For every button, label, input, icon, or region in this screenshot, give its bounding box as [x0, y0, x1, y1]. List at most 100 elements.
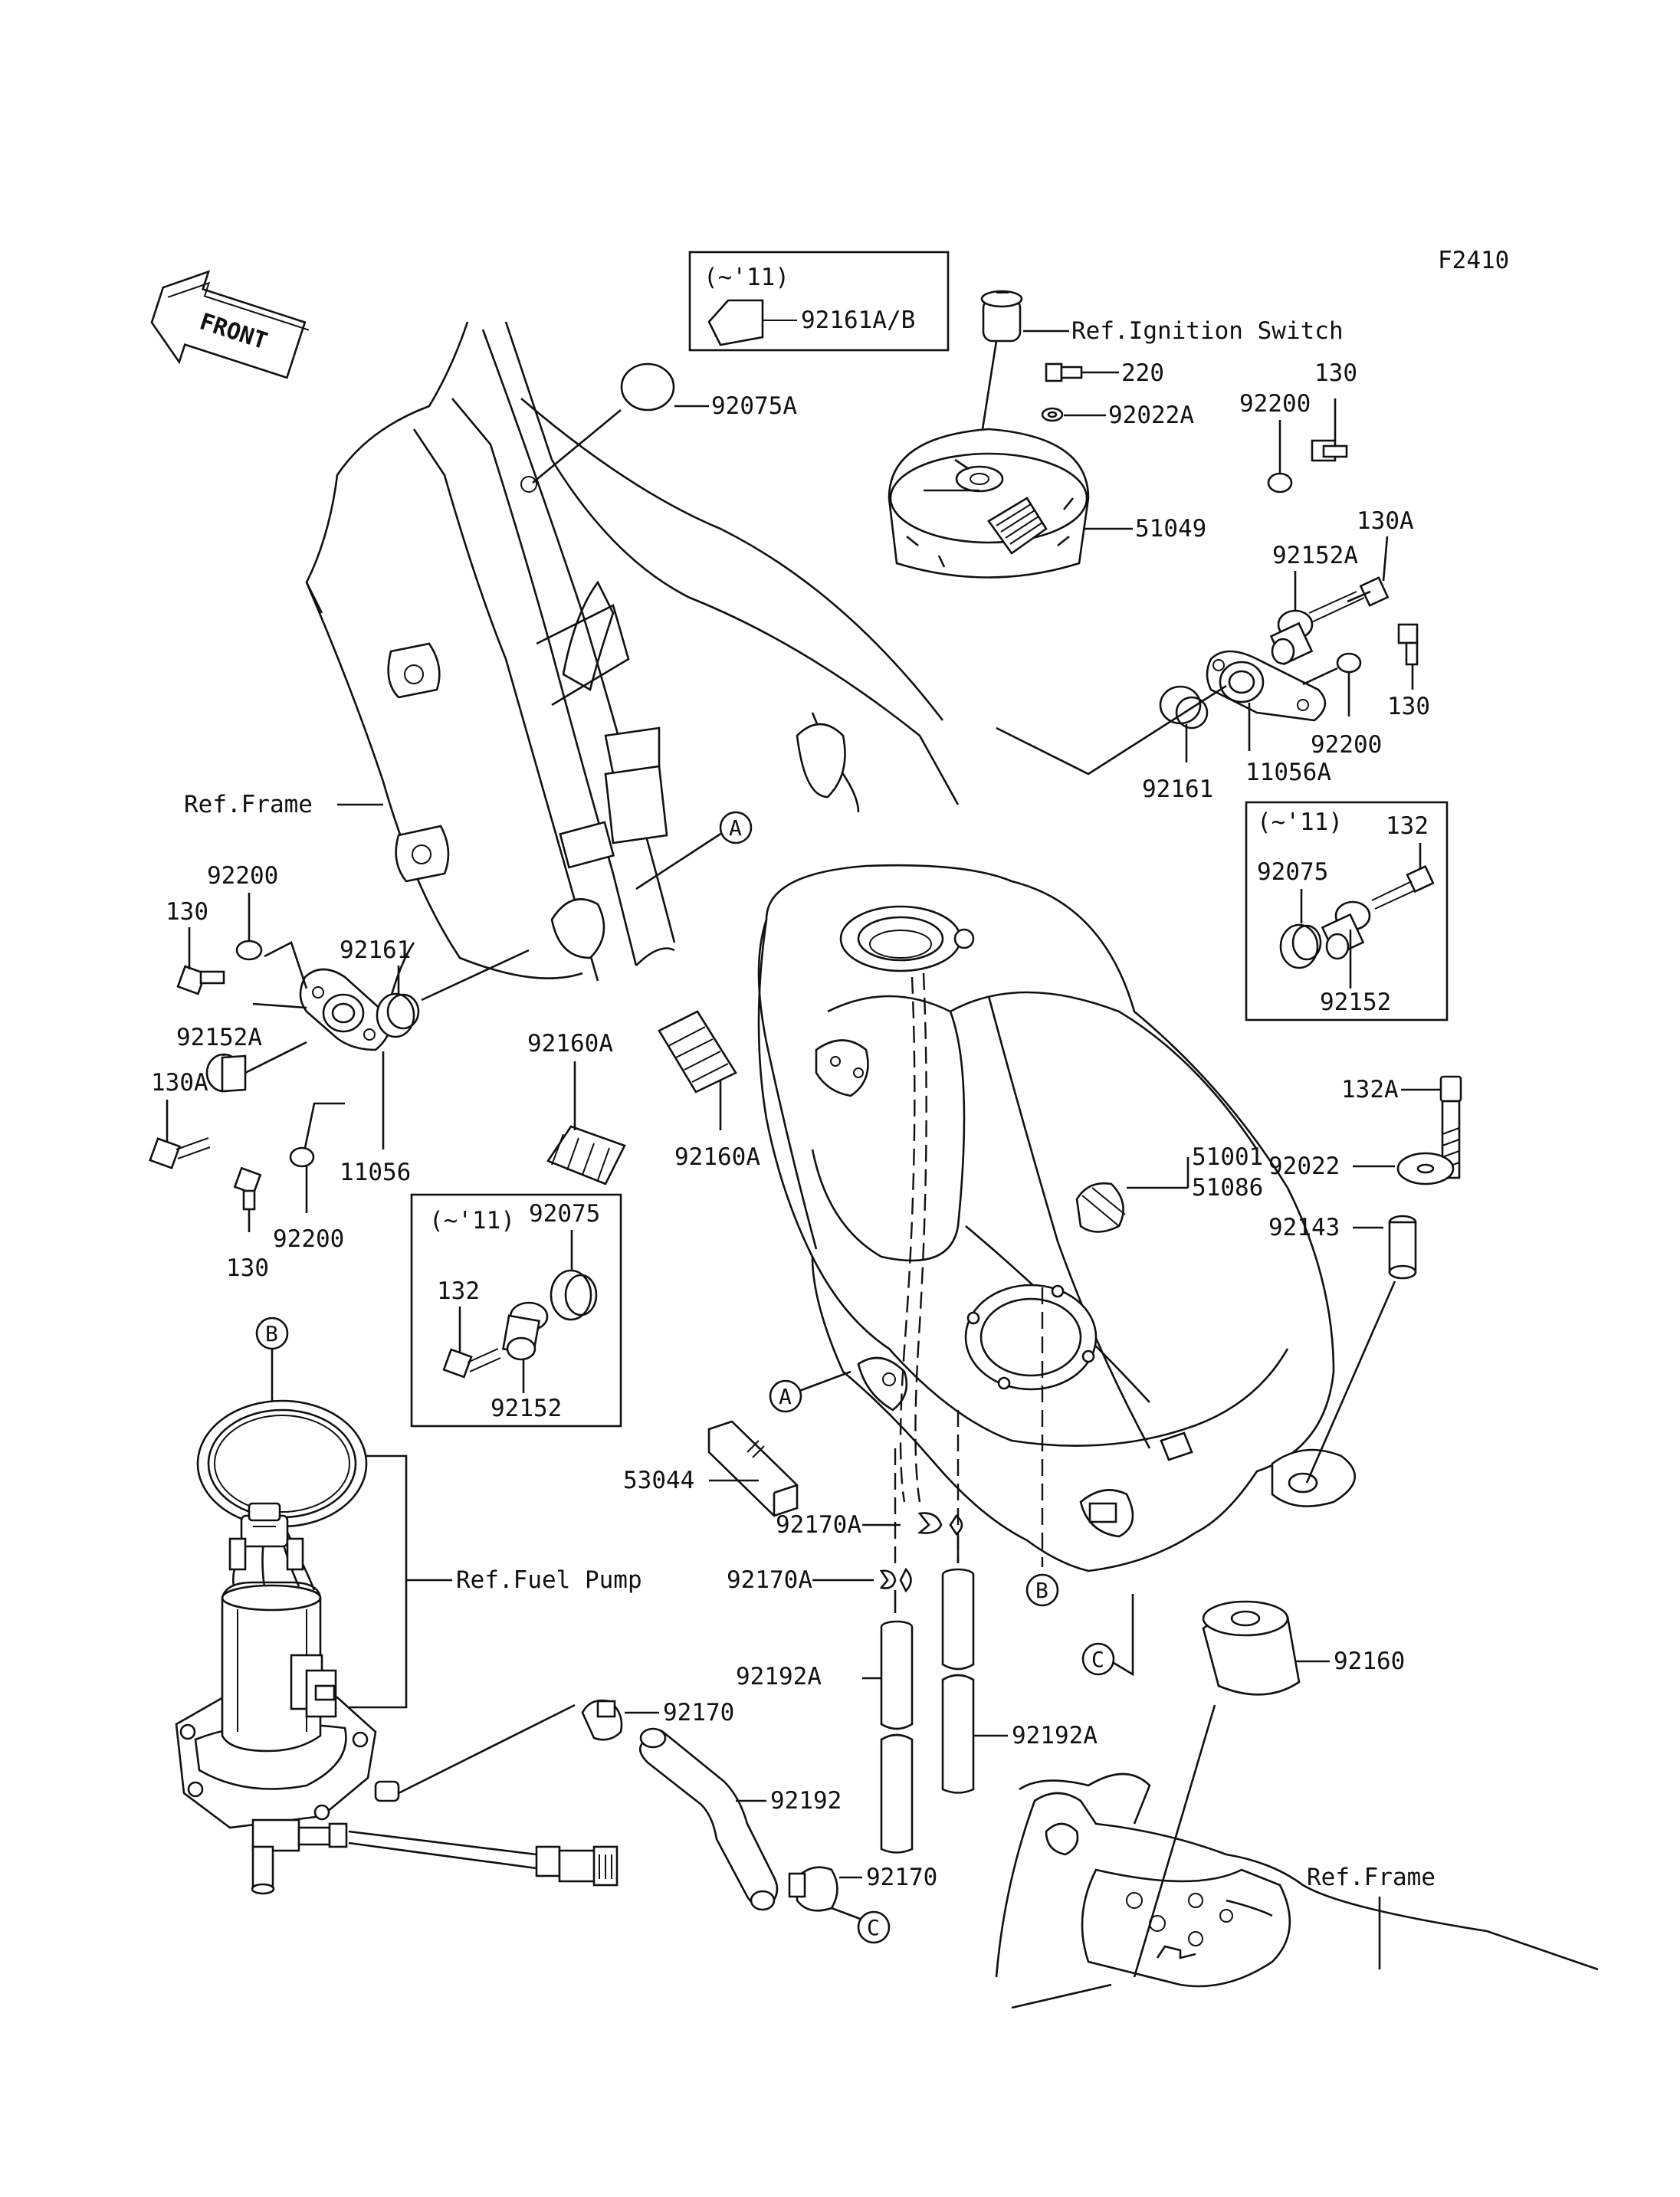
clip-92170A-b: 92170A [727, 1566, 912, 1594]
label-130-bottom: 130 [226, 1254, 269, 1282]
ref-ignition-switch: Ref.Ignition Switch [1071, 317, 1344, 345]
box-right-collar-92152 [1321, 900, 1371, 989]
label-92152A-top: 92152A [1272, 542, 1358, 569]
label-92022: 92022 [1268, 1153, 1340, 1180]
label-130-left: 130 [166, 898, 208, 926]
clip-92170-lower: 92170 [788, 1864, 937, 1921]
box-right-grommet-92075 [1279, 889, 1322, 969]
front-arrow-icon: FRONT [150, 270, 310, 379]
label-51086: 51086 [1192, 1174, 1263, 1202]
hose-92192A-right: 92192A [941, 1568, 1098, 1794]
grommet-92161-left [376, 949, 530, 1038]
marker-B-tank: B [1025, 1533, 1059, 1607]
label-51001: 51001 [1192, 1143, 1263, 1171]
plug-92075A: 92075A [520, 362, 797, 493]
pad-92160A-left: 92160A [527, 1030, 626, 1185]
bracket-11056: 11056 [299, 968, 411, 1186]
frame-right: Ref.Frame [995, 1772, 1599, 2009]
box-left-bolt-132 [442, 1307, 501, 1379]
marker-A-upper: A [635, 811, 753, 890]
right-top-hardware: 130 92200 130A 92152A [996, 359, 1430, 803]
label-92160: 92160 [1334, 1648, 1405, 1675]
bracket-11056A: 11056A [1206, 650, 1331, 786]
label-11056A: 11056A [1245, 759, 1331, 786]
fuel-pump-assembly: Ref.Fuel Pump [175, 1399, 642, 1895]
marker-C-hose-label: C [867, 1915, 880, 1940]
marker-C-tank: C [1081, 1594, 1134, 1677]
label-130A-left: 130A [151, 1069, 208, 1097]
bolt-130A-left [149, 1100, 211, 1169]
label-220: 220 [1121, 359, 1164, 387]
figure-code: F2410 [1438, 247, 1509, 274]
label-92160A-a: 92160A [527, 1030, 613, 1058]
left-hardware: 92200 130 11056 92161 92152A [149, 862, 530, 1282]
label-92161-right: 92161 [1142, 776, 1213, 803]
ref-fuel-pump: Ref.Fuel Pump [456, 1566, 642, 1594]
box-right-label-92152: 92152 [1320, 989, 1391, 1016]
label-92200-left: 92200 [207, 862, 278, 890]
label-92170A-a: 92170A [776, 1511, 861, 1539]
pad-92160A-right: 92160A [658, 1010, 760, 1171]
ref-frame-left: Ref.Frame [184, 791, 313, 818]
grommet-92161-right: 92161 [1142, 685, 1213, 803]
marker-B-pump-label: B [265, 1321, 278, 1346]
label-51049: 51049 [1135, 515, 1206, 543]
box-left-label-132: 132 [437, 1277, 480, 1305]
ref-frame-right: Ref.Frame [1307, 1864, 1436, 1891]
bolt-130-right [1397, 623, 1419, 690]
fuel-cap-51049: 51049 [888, 428, 1206, 579]
box-left-label-92075: 92075 [529, 1200, 600, 1228]
box-top: (~'11) 92161A/B [688, 251, 950, 352]
label-130A-top: 130A [1357, 507, 1414, 535]
label-92143: 92143 [1268, 1214, 1340, 1241]
label-92200-bottom: 92200 [273, 1225, 344, 1253]
washer-92200-top [1267, 472, 1293, 494]
label-92161-left: 92161 [340, 936, 411, 964]
collar-92152A-top [1269, 571, 1314, 666]
washer-92200-bottom [289, 1146, 315, 1168]
hose-92192: 92192 [638, 1727, 842, 1911]
bolt-130-top [1311, 398, 1348, 462]
box-right-label-132: 132 [1386, 812, 1429, 840]
label-92075A: 92075A [711, 392, 797, 420]
box-left-label-92152: 92152 [491, 1395, 562, 1422]
label-92160A-b: 92160A [674, 1143, 760, 1171]
hose-92192A-left: 92192A [736, 1620, 914, 1854]
label-92192A-a: 92192A [736, 1663, 822, 1690]
label-92161AB: 92161A/B [801, 307, 915, 334]
bolt-130-bottom [233, 1166, 262, 1232]
label-130-right: 130 [1387, 693, 1430, 720]
marker-A-lower-label: A [779, 1384, 792, 1409]
washer-92022: 92022 [1268, 1152, 1455, 1185]
box-right-year: (~'11) [1257, 808, 1343, 836]
screw-220: 220 [1045, 359, 1164, 387]
box-top-year: (~'11) [704, 264, 789, 291]
fuel-tank-51001: 51001 51086 [757, 864, 1356, 1572]
label-92022A: 92022A [1108, 402, 1194, 429]
label-92170-b: 92170 [866, 1864, 937, 1891]
damper-92160: 92160 [1133, 1600, 1405, 1978]
marker-C-hose: C [857, 1910, 891, 1944]
collar-92143: 92143 [1268, 1214, 1417, 1484]
marker-C-tank-label: C [1091, 1647, 1104, 1672]
bolt-130-left [176, 927, 225, 995]
label-92192A-b: 92192A [1012, 1722, 1098, 1749]
label-53044: 53044 [623, 1467, 694, 1494]
label-92152A-left: 92152A [176, 1024, 262, 1051]
clip-92170-upper: 92170 [581, 1699, 734, 1741]
label-132A: 132A [1341, 1076, 1399, 1103]
marker-A-upper-label: A [729, 815, 742, 841]
ignition-cap-part: Ref.Ignition Switch [980, 290, 1344, 430]
label-92170-a: 92170 [663, 1699, 734, 1726]
label-130-top: 130 [1314, 359, 1357, 387]
box-left-grommet-92075 [550, 1230, 598, 1321]
label-92200-right: 92200 [1311, 731, 1382, 759]
bolt-130A-top [1306, 536, 1390, 625]
box-right-label-92075: 92075 [1257, 858, 1328, 886]
label-11056: 11056 [340, 1159, 411, 1186]
clip-92170A-a: 92170A [776, 1511, 963, 1539]
box-left-collar-92152 [501, 1301, 549, 1393]
marker-B-tank-label: B [1035, 1578, 1048, 1603]
frame-left: Ref.Frame [184, 321, 960, 1012]
